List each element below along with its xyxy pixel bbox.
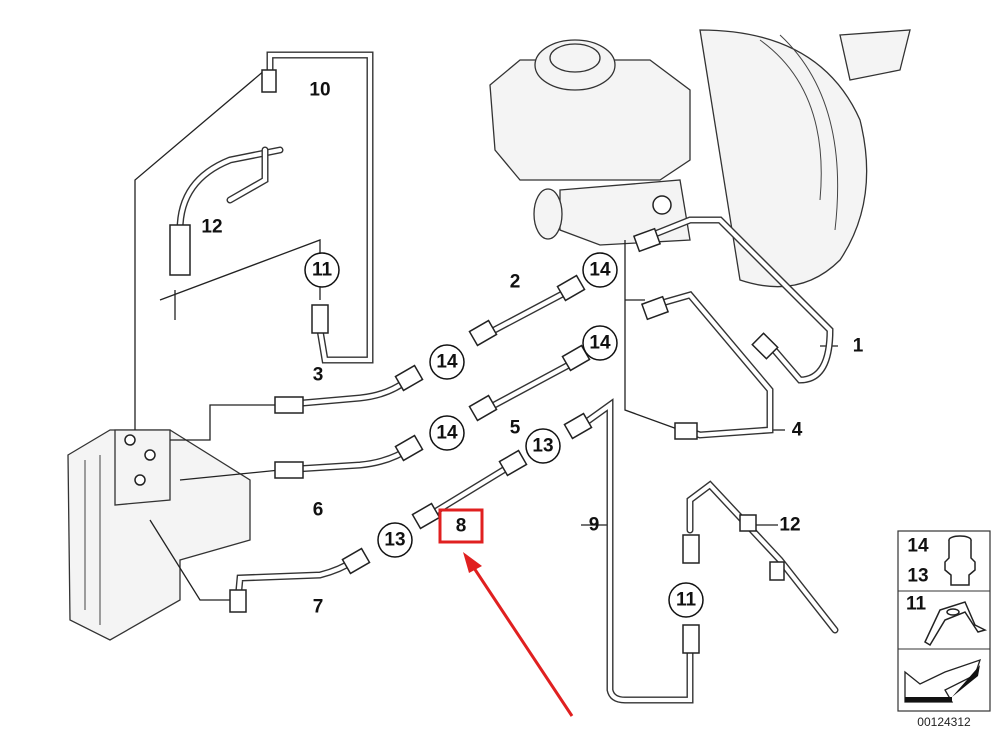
callout-9: 9: [589, 515, 600, 536]
callout-10: 10: [309, 80, 330, 101]
callout-5: 5: [510, 418, 521, 439]
fitting-icon: [944, 535, 976, 586]
callout-7: 7: [313, 597, 324, 618]
callout-14: 14: [436, 423, 458, 444]
fittings: [169, 69, 785, 654]
callout-2: 2: [510, 272, 521, 293]
callout-12: 12: [779, 515, 800, 536]
legend-11: 11: [906, 594, 927, 615]
callout-3: 3: [313, 365, 324, 386]
legend-14: 14: [907, 536, 929, 557]
callout-13: 13: [532, 436, 553, 457]
callout-14: 14: [589, 333, 611, 354]
callout-14: 14: [589, 260, 611, 281]
master-cylinder: [489, 39, 691, 246]
callout-11: 11: [676, 590, 697, 611]
clip-bracket-icon: [924, 601, 988, 647]
leader-lines: [134, 69, 838, 601]
legend-13: 13: [907, 566, 928, 587]
callout-11: 11: [312, 260, 333, 281]
callout-6: 6: [313, 500, 324, 521]
callout-12: 12: [201, 217, 222, 238]
callout-8-highlighted: 8: [456, 516, 467, 537]
diagram-number: 00124312: [917, 715, 971, 729]
view-direction-arrow-icon: [904, 658, 982, 703]
highlight-box: [438, 508, 484, 544]
callouts: 10 12 11 3 6 7 2 14 14 14 14 5 13 13 8 9…: [201, 80, 864, 618]
legend-box: 14 13 11 00124312: [897, 530, 991, 729]
callout-14: 14: [436, 352, 458, 373]
callout-1: 1: [853, 336, 864, 357]
red-pointer-arrow: [463, 552, 574, 717]
callout-4: 4: [792, 420, 803, 441]
brake-booster: [699, 29, 911, 288]
callout-13: 13: [384, 530, 405, 551]
